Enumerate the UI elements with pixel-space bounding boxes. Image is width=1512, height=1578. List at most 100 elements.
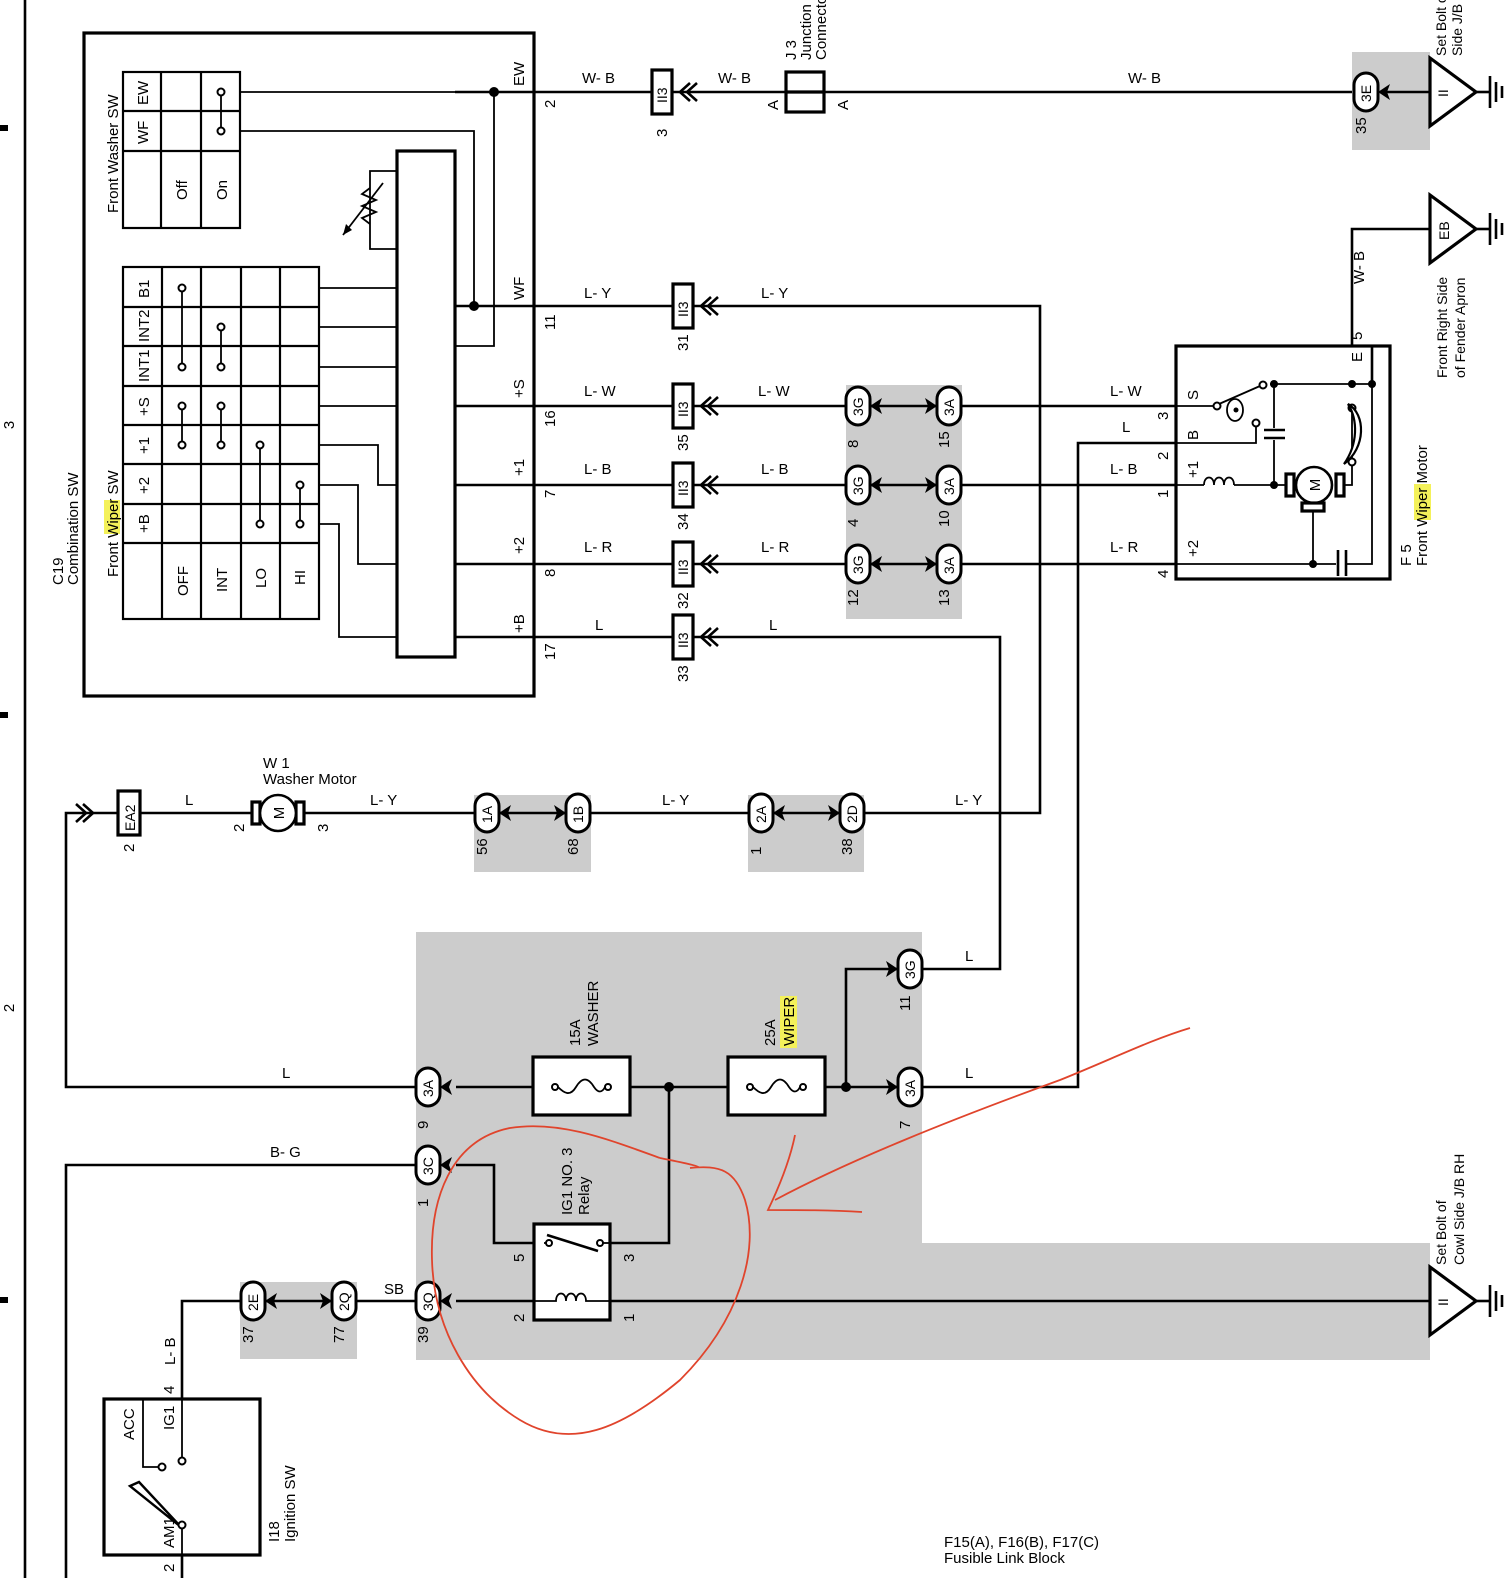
svg-text:Cowl Side J/B RH: Cowl Side J/B RH xyxy=(1451,1154,1467,1265)
wiper-pos-off: OFF xyxy=(175,566,192,596)
wiper-term-int1: INT1 xyxy=(136,349,153,382)
washer-term-wf: WF xyxy=(135,121,152,144)
arrow-icon xyxy=(925,477,937,493)
svg-text:W 1: W 1 xyxy=(263,755,290,772)
svg-text:1A: 1A xyxy=(479,805,495,823)
wire-label: L- W xyxy=(584,383,617,400)
ignition-sw: ACC IG1 AM1 4 2 I18 Ignition SW xyxy=(102,1386,299,1578)
wire-label: L- W xyxy=(758,383,791,400)
wiper-term-b1: B1 xyxy=(136,280,153,298)
svg-text:2: 2 xyxy=(161,1564,178,1572)
front-washer-sw-table: Front Washer SW EW WF Off On xyxy=(105,70,242,230)
wiper-term-s: +S xyxy=(136,397,153,416)
wire-label: SB xyxy=(384,1281,404,1298)
variable-resistor-icon xyxy=(342,170,397,250)
jb-shade-main xyxy=(416,932,1430,1360)
wire-label: L- Y xyxy=(370,792,397,809)
wire-label: L- B xyxy=(1110,461,1138,478)
svg-text:4: 4 xyxy=(161,1386,178,1394)
svg-text:J 3: J 3 xyxy=(783,40,800,60)
wiper-motor-m-icon: M xyxy=(1307,479,1324,492)
wiper-term-2: +2 xyxy=(136,477,153,494)
connector-3g: 3G4 xyxy=(844,464,882,527)
washer-motor-m-icon: M xyxy=(271,807,288,820)
arrow-icon xyxy=(773,805,785,821)
wire-label: L- B xyxy=(162,1337,179,1365)
pill-connectors: 3E353G83A153G43A103G123A131A561B682A12D3… xyxy=(239,71,1390,1343)
svg-text:11: 11 xyxy=(897,995,914,1011)
wire-label: L xyxy=(595,617,603,634)
svg-text:II: II xyxy=(1435,1298,1451,1306)
svg-text:3: 3 xyxy=(1155,412,1172,420)
c19-term-1: +1 xyxy=(511,459,528,476)
svg-text:3A: 3A xyxy=(941,556,957,574)
wire-label: B- G xyxy=(270,1144,301,1161)
double-chevron-icon xyxy=(699,296,719,316)
wire-label: L xyxy=(769,617,777,634)
wire-label: L- R xyxy=(1110,539,1139,556)
wiper-control-module xyxy=(395,149,457,659)
front-wiper-motor: M S 3 B 2 +1 1 +2 4 E 5 F 5 Front Wiper … xyxy=(1155,332,1431,581)
svg-text:77: 77 xyxy=(331,1326,348,1343)
svg-text:B: B xyxy=(1185,430,1202,440)
connector-3g: 3G8 xyxy=(844,385,882,448)
arrow-icon xyxy=(870,398,882,414)
svg-text:37: 37 xyxy=(240,1326,257,1343)
double-chevron-icon xyxy=(678,82,698,102)
svg-text:5: 5 xyxy=(511,1254,528,1262)
arrow-icon xyxy=(925,398,937,414)
double-chevron-icon xyxy=(699,554,719,574)
svg-text:+1: +1 xyxy=(1185,461,1202,478)
connector-2e: 2E 37 xyxy=(239,1280,277,1343)
arrow-icon xyxy=(886,1079,898,1095)
arrow-icon xyxy=(554,805,566,821)
connector-2q: 2Q 77 xyxy=(320,1280,358,1343)
combination-sw-name: Combination SW xyxy=(65,472,82,585)
c19-term-ew: EW xyxy=(511,61,528,86)
svg-text:Ignition SW: Ignition SW xyxy=(282,1464,299,1542)
ground-top: II Set Bolt of Cowl Side J/B xyxy=(1428,0,1504,130)
arrow-icon xyxy=(1378,84,1390,100)
svg-text:3G: 3G xyxy=(850,555,866,574)
double-chevron-icon xyxy=(699,396,719,416)
svg-text:Set Bolt of: Set Bolt of xyxy=(1433,1200,1449,1265)
svg-text:3: 3 xyxy=(654,129,671,137)
svg-text:3G: 3G xyxy=(850,397,866,416)
c19-pin-11: 11 xyxy=(542,314,559,330)
svg-text:3: 3 xyxy=(315,824,332,832)
svg-text:2E: 2E xyxy=(245,1294,261,1311)
connector-jb-3a-7: 3A7 xyxy=(886,1066,924,1129)
svg-text:Side J/B: Side J/B xyxy=(1449,4,1465,56)
svg-text:II3: II3 xyxy=(675,480,691,496)
wire-label: W- B xyxy=(718,70,751,87)
svg-text:3G: 3G xyxy=(902,960,918,979)
svg-text:68: 68 xyxy=(565,838,582,855)
svg-text:15: 15 xyxy=(936,431,953,448)
wire-label: W- B xyxy=(1351,251,1368,284)
red-annotation xyxy=(431,1027,1191,1435)
wire-label: W- B xyxy=(582,70,615,87)
arrow-icon xyxy=(320,1293,332,1309)
svg-text:S: S xyxy=(1185,390,1202,400)
svg-text:Front Right Side: Front Right Side xyxy=(1434,277,1450,378)
washer-pos-off: Off xyxy=(174,179,191,200)
svg-text:2Q: 2Q xyxy=(336,1292,352,1311)
margin-tick xyxy=(0,125,8,131)
svg-text:II: II xyxy=(1435,89,1451,97)
connector-1b: 1B 68 xyxy=(554,792,592,855)
c19-pin-17: 17 xyxy=(542,643,559,660)
svg-text:ACC: ACC xyxy=(121,1408,138,1440)
svg-text:A: A xyxy=(835,100,852,110)
wiper-term-int2: INT2 xyxy=(136,309,153,342)
svg-text:+2: +2 xyxy=(1185,540,1202,557)
svg-text:1B: 1B xyxy=(570,806,586,823)
washer-term-ew: EW xyxy=(135,80,152,105)
svg-text:12: 12 xyxy=(845,589,862,606)
